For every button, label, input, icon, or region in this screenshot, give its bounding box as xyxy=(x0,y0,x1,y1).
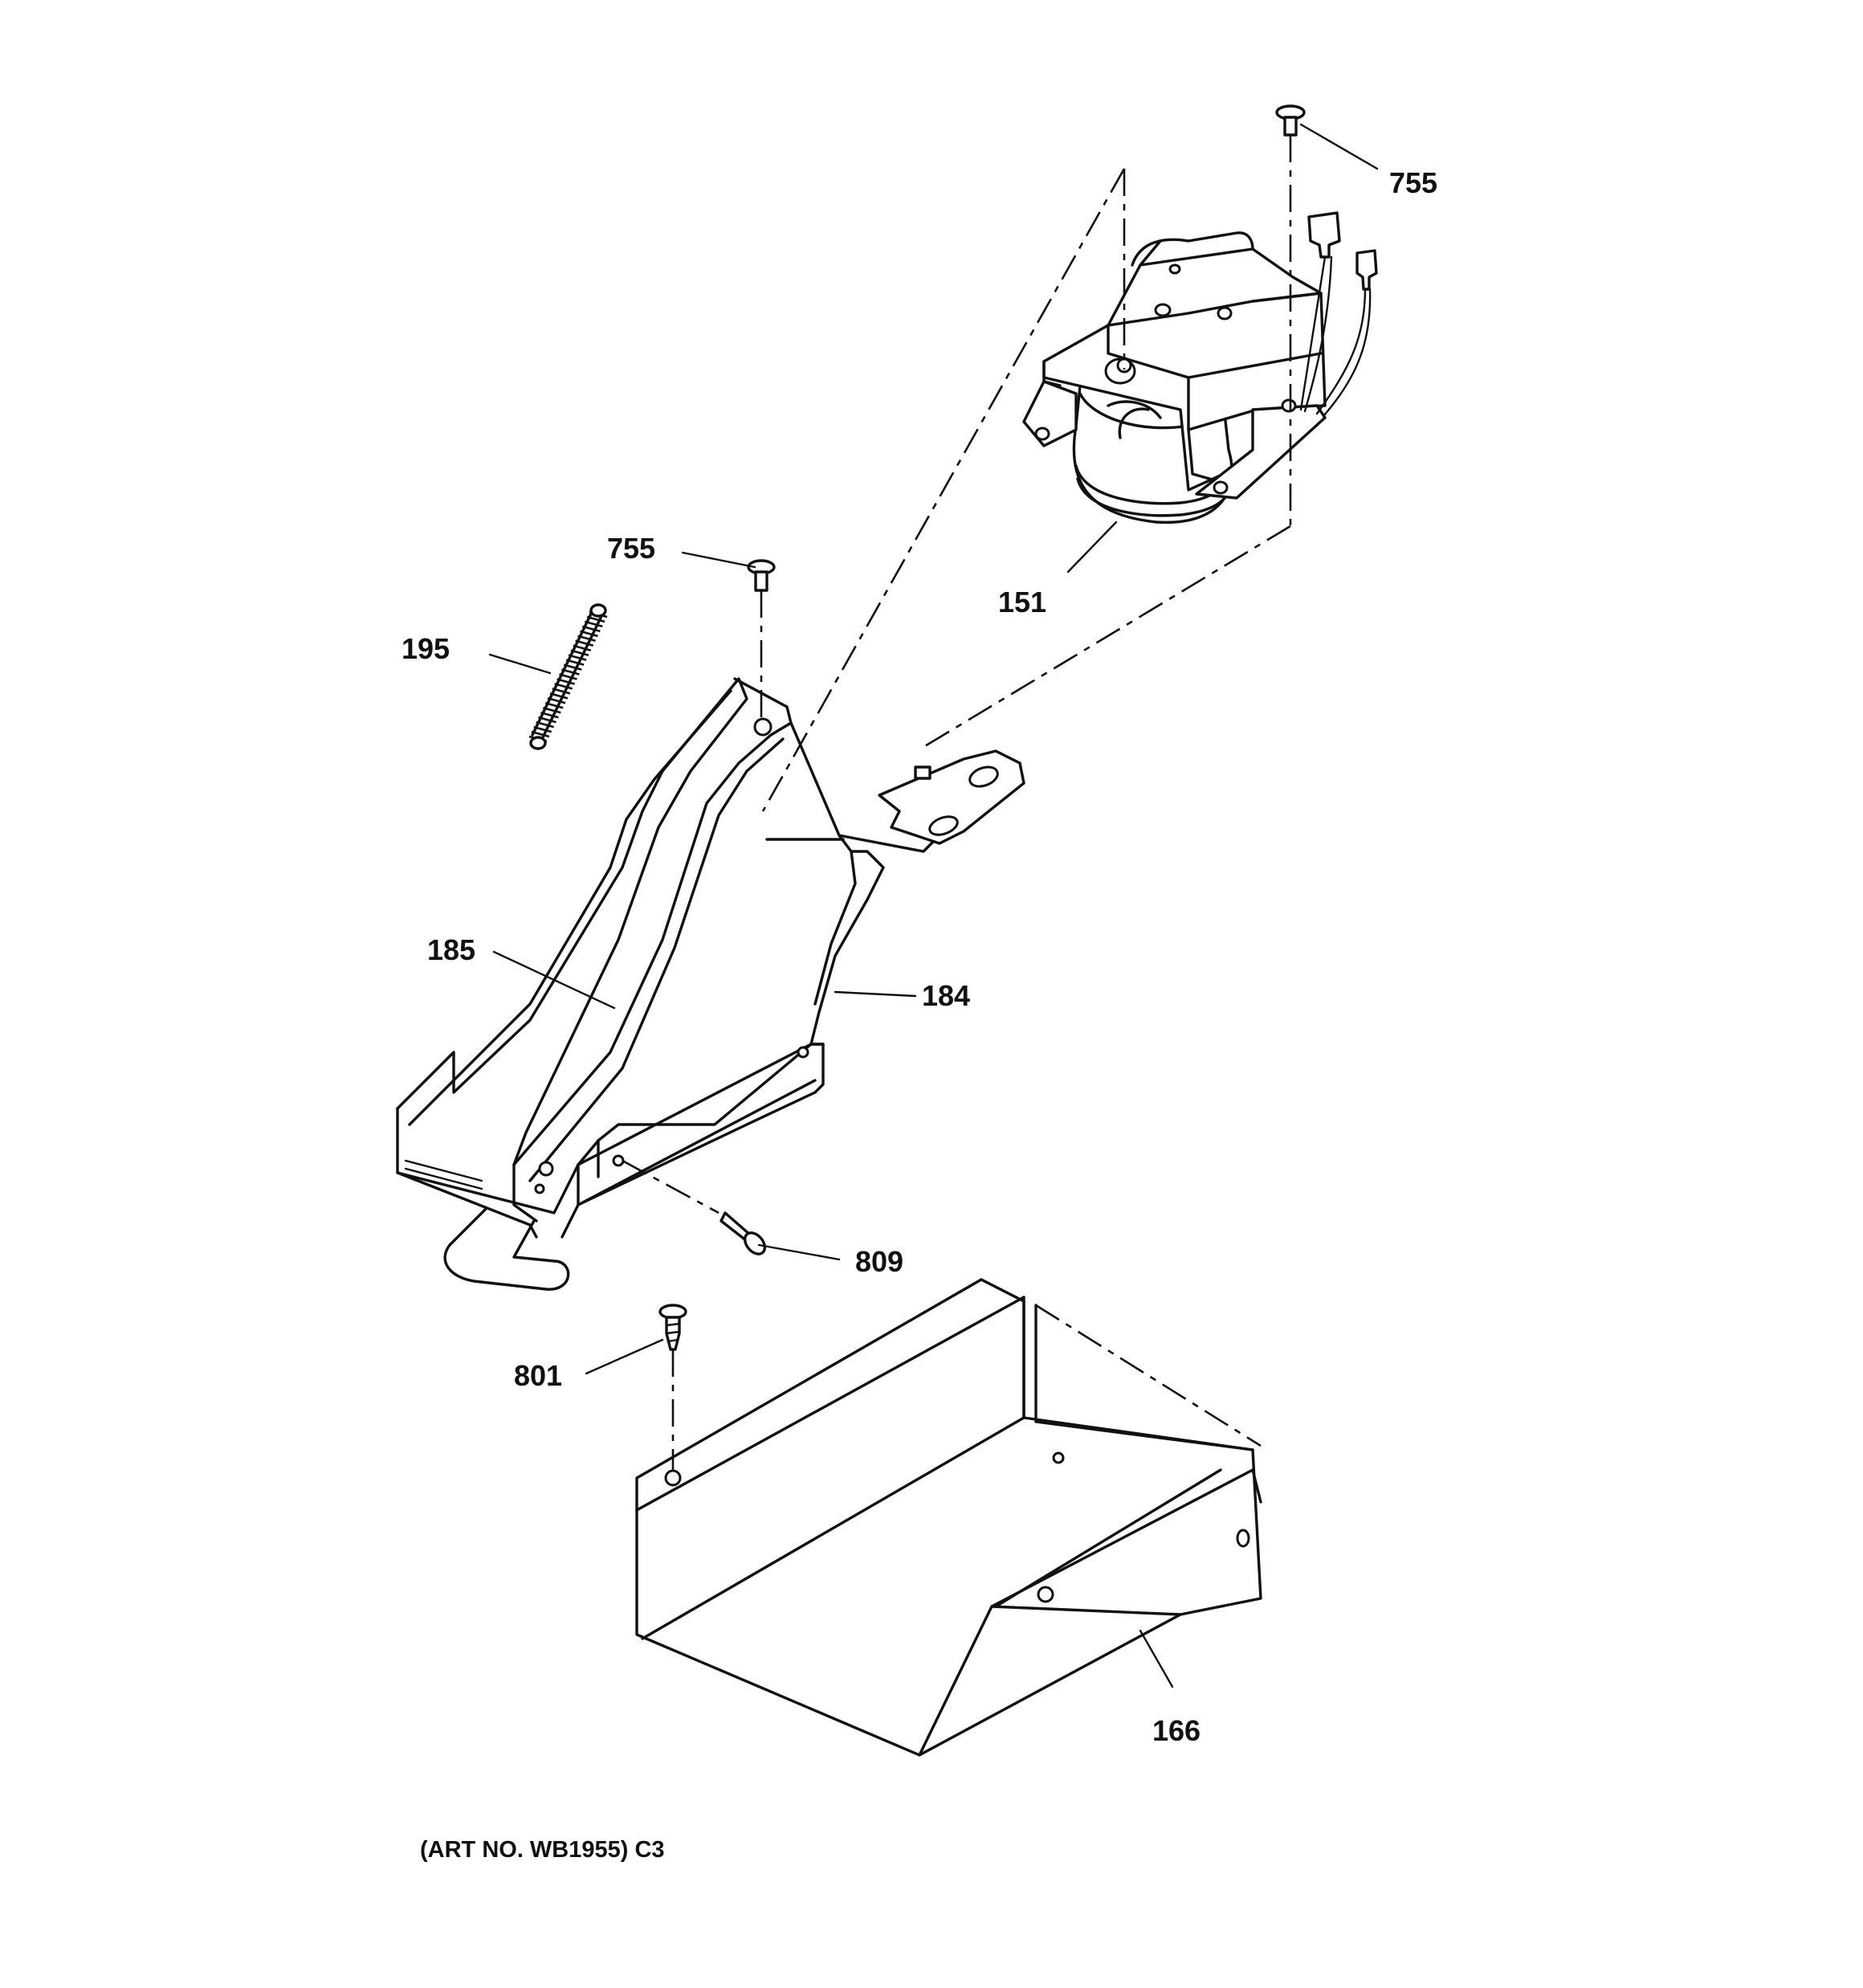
callout-755-top: 755 xyxy=(1389,166,1437,199)
spring-coil xyxy=(580,630,598,638)
screw-809 xyxy=(720,1211,767,1255)
spring-coil xyxy=(547,697,566,704)
spring-coil xyxy=(540,711,559,719)
screw-755-top xyxy=(1275,104,1306,137)
callout-185: 185 xyxy=(427,933,475,966)
spring-coil xyxy=(556,678,575,685)
leader-lines xyxy=(488,123,1379,1688)
callout-166: 166 xyxy=(1152,1714,1201,1747)
callout-195: 195 xyxy=(402,632,450,665)
callout-809: 809 xyxy=(855,1245,903,1278)
spring-coil xyxy=(533,725,552,733)
spring-coil xyxy=(549,692,569,700)
spring-coil xyxy=(584,620,603,628)
spring-coil xyxy=(554,683,573,690)
spring-coil xyxy=(544,702,564,709)
spring-coil xyxy=(586,615,605,623)
bracket-assembly-184-185 xyxy=(396,677,1025,1291)
spring-coil xyxy=(538,716,556,724)
spring-coil xyxy=(531,730,550,738)
spring-coil xyxy=(573,644,592,651)
callout-755-mid: 755 xyxy=(607,532,655,565)
callout-801: 801 xyxy=(514,1359,562,1392)
spring-coil xyxy=(559,673,577,680)
spring-coil xyxy=(577,635,596,643)
callout-184: 184 xyxy=(922,979,970,1012)
motor-assembly-151 xyxy=(1022,211,1378,525)
spring-coil xyxy=(565,659,585,666)
spring-coil xyxy=(570,649,589,656)
spring-coil xyxy=(582,625,601,633)
spring-coil xyxy=(563,663,582,671)
spring-coil xyxy=(542,706,561,714)
spring-coil xyxy=(561,668,580,676)
assembly-lines xyxy=(622,135,1292,1470)
screw-755-mid xyxy=(747,559,776,592)
tray-166 xyxy=(635,1278,1262,1757)
art-number-caption: (ART NO. WB1955) C3 xyxy=(420,1837,665,1863)
spring-coil xyxy=(552,688,571,695)
spring-coil xyxy=(536,720,554,729)
callout-151: 151 xyxy=(998,586,1046,618)
screw-801 xyxy=(658,1304,687,1351)
spring-coil xyxy=(575,639,594,647)
spring-195 xyxy=(528,603,608,750)
spring-coil xyxy=(568,654,587,661)
